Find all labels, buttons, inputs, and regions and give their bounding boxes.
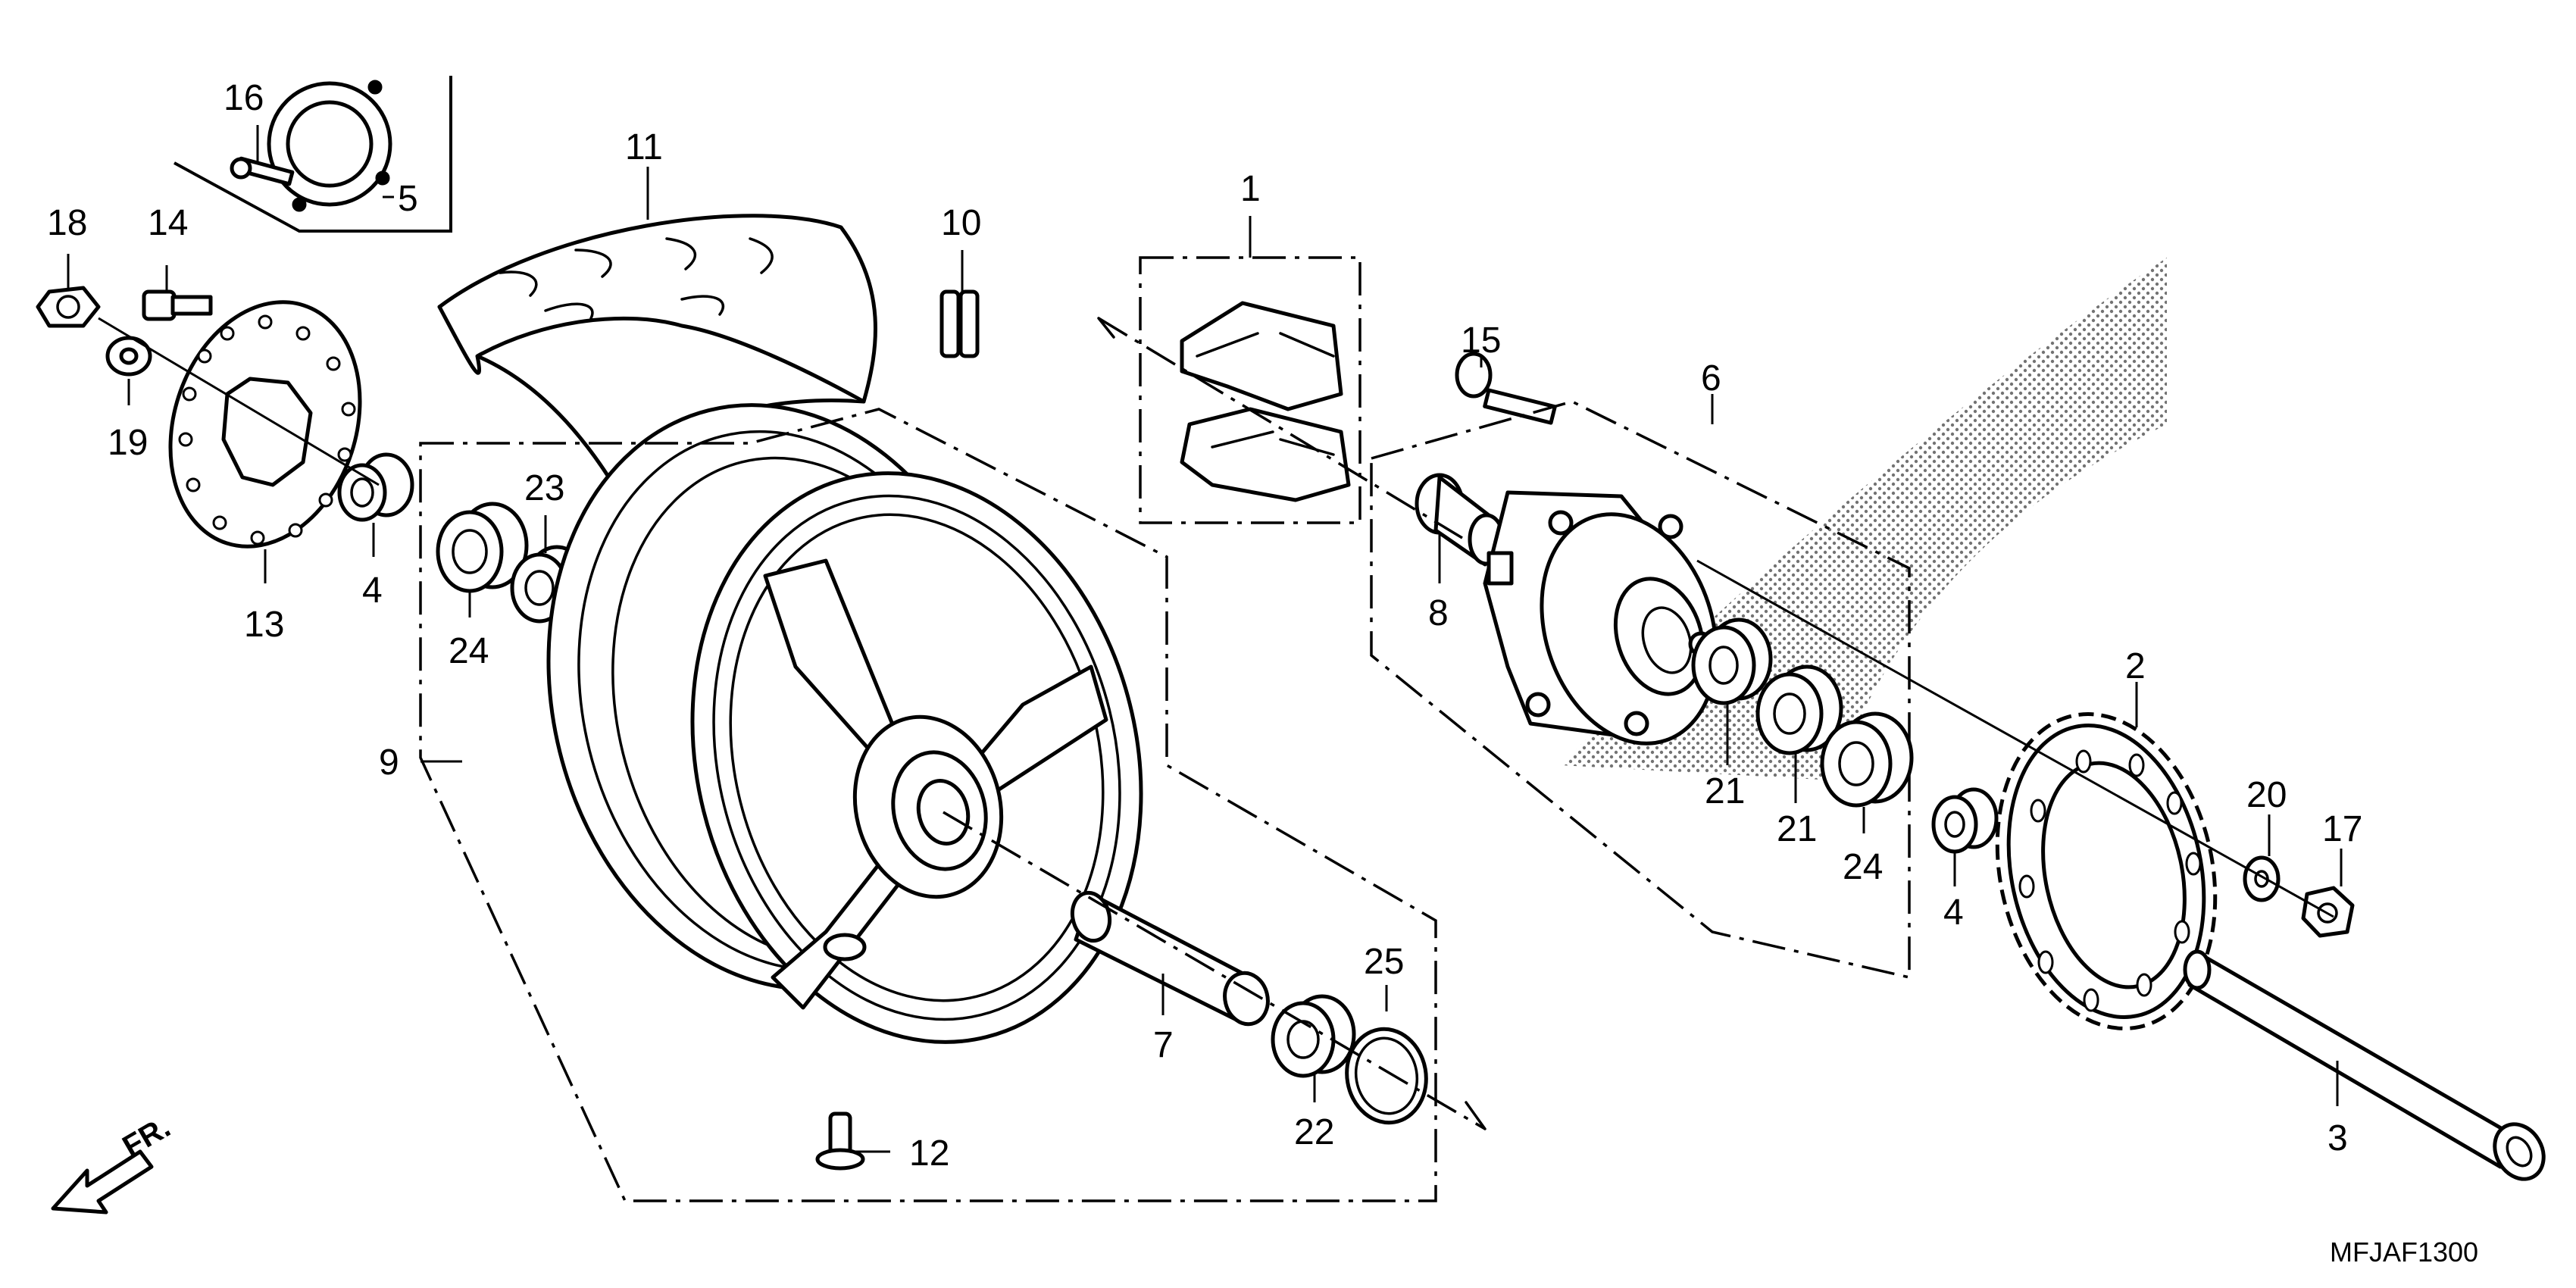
callout-2: 2 <box>2125 646 2146 686</box>
tire-11 <box>437 214 877 487</box>
collar-7 <box>1070 890 1270 1027</box>
callout-12: 12 <box>909 1133 949 1174</box>
sprocket-2 <box>1995 712 2218 1030</box>
washer-19 <box>105 336 152 377</box>
callout-22: 22 <box>1294 1112 1334 1152</box>
front-direction-arrow: FR. <box>51 1110 177 1215</box>
washer-20 <box>2243 855 2281 902</box>
callout-3: 3 <box>2327 1118 2348 1158</box>
callout-20: 20 <box>2246 775 2287 815</box>
callout-23: 23 <box>524 468 564 508</box>
front-direction-label: FR. <box>117 1110 177 1163</box>
callout-19: 19 <box>108 423 148 463</box>
bolt-15 <box>1455 352 1557 425</box>
bearing-24-left <box>436 502 529 593</box>
callout-14: 14 <box>148 203 188 243</box>
callout-25: 25 <box>1364 942 1404 982</box>
collar-4-right <box>1931 787 1999 854</box>
callout-17: 17 <box>2322 809 2362 849</box>
tone-ring-inset <box>174 76 452 233</box>
collar-4-left <box>337 452 414 522</box>
nut-18 <box>36 286 101 328</box>
callout-24-left: 24 <box>449 631 489 671</box>
callout-4-right: 4 <box>1943 893 1964 933</box>
brake-disc-13 <box>168 300 362 549</box>
callout-7: 7 <box>1153 1025 1174 1065</box>
axis-line-right <box>1696 559 2334 918</box>
bearing-21-a <box>1691 617 1773 705</box>
callout-13: 13 <box>244 605 284 645</box>
axis-line-main <box>943 811 1486 1130</box>
callout-21-b: 21 <box>1777 809 1817 849</box>
callout-8: 8 <box>1428 593 1449 633</box>
callout-4-left: 4 <box>362 571 383 611</box>
damper-set-1 <box>1139 256 1361 524</box>
axis-line-left <box>98 317 380 486</box>
leader-lines <box>67 125 2343 1153</box>
callout-9: 9 <box>379 742 399 783</box>
callout-11: 11 <box>625 127 663 167</box>
callout-5: 5 <box>398 179 418 219</box>
bearing-21-b <box>1755 664 1843 755</box>
balance-weight-10 <box>939 289 980 358</box>
snap-ring-25 <box>1345 1027 1428 1125</box>
valve-12 <box>815 1111 865 1171</box>
callout-15: 15 <box>1461 320 1501 361</box>
bearing-24-right <box>1820 711 1914 808</box>
axis-line-dampers <box>1098 317 1463 539</box>
bearing-22 <box>1271 994 1356 1078</box>
wheel-assembly-outline <box>419 408 1437 1202</box>
callout-16: 16 <box>224 78 264 118</box>
bolt-14 <box>142 289 213 321</box>
rear-wheel-9 <box>546 403 1143 1044</box>
rear-axle-3 <box>2183 949 2546 1181</box>
callout-labels: 16 5 11 18 14 19 13 4 24 23 9 10 1 15 8 … <box>47 78 2362 1174</box>
callout-10: 10 <box>941 203 981 243</box>
callout-1: 1 <box>1240 169 1261 209</box>
callout-6: 6 <box>1701 358 1721 399</box>
diagram-code: MFJAF1300 <box>2330 1236 2478 1268</box>
callout-24-right: 24 <box>1843 847 1883 887</box>
nut-17 <box>2301 886 2355 938</box>
collar-8 <box>1415 473 1505 567</box>
callout-21-a: 21 <box>1705 771 1745 811</box>
callout-18: 18 <box>47 203 87 243</box>
